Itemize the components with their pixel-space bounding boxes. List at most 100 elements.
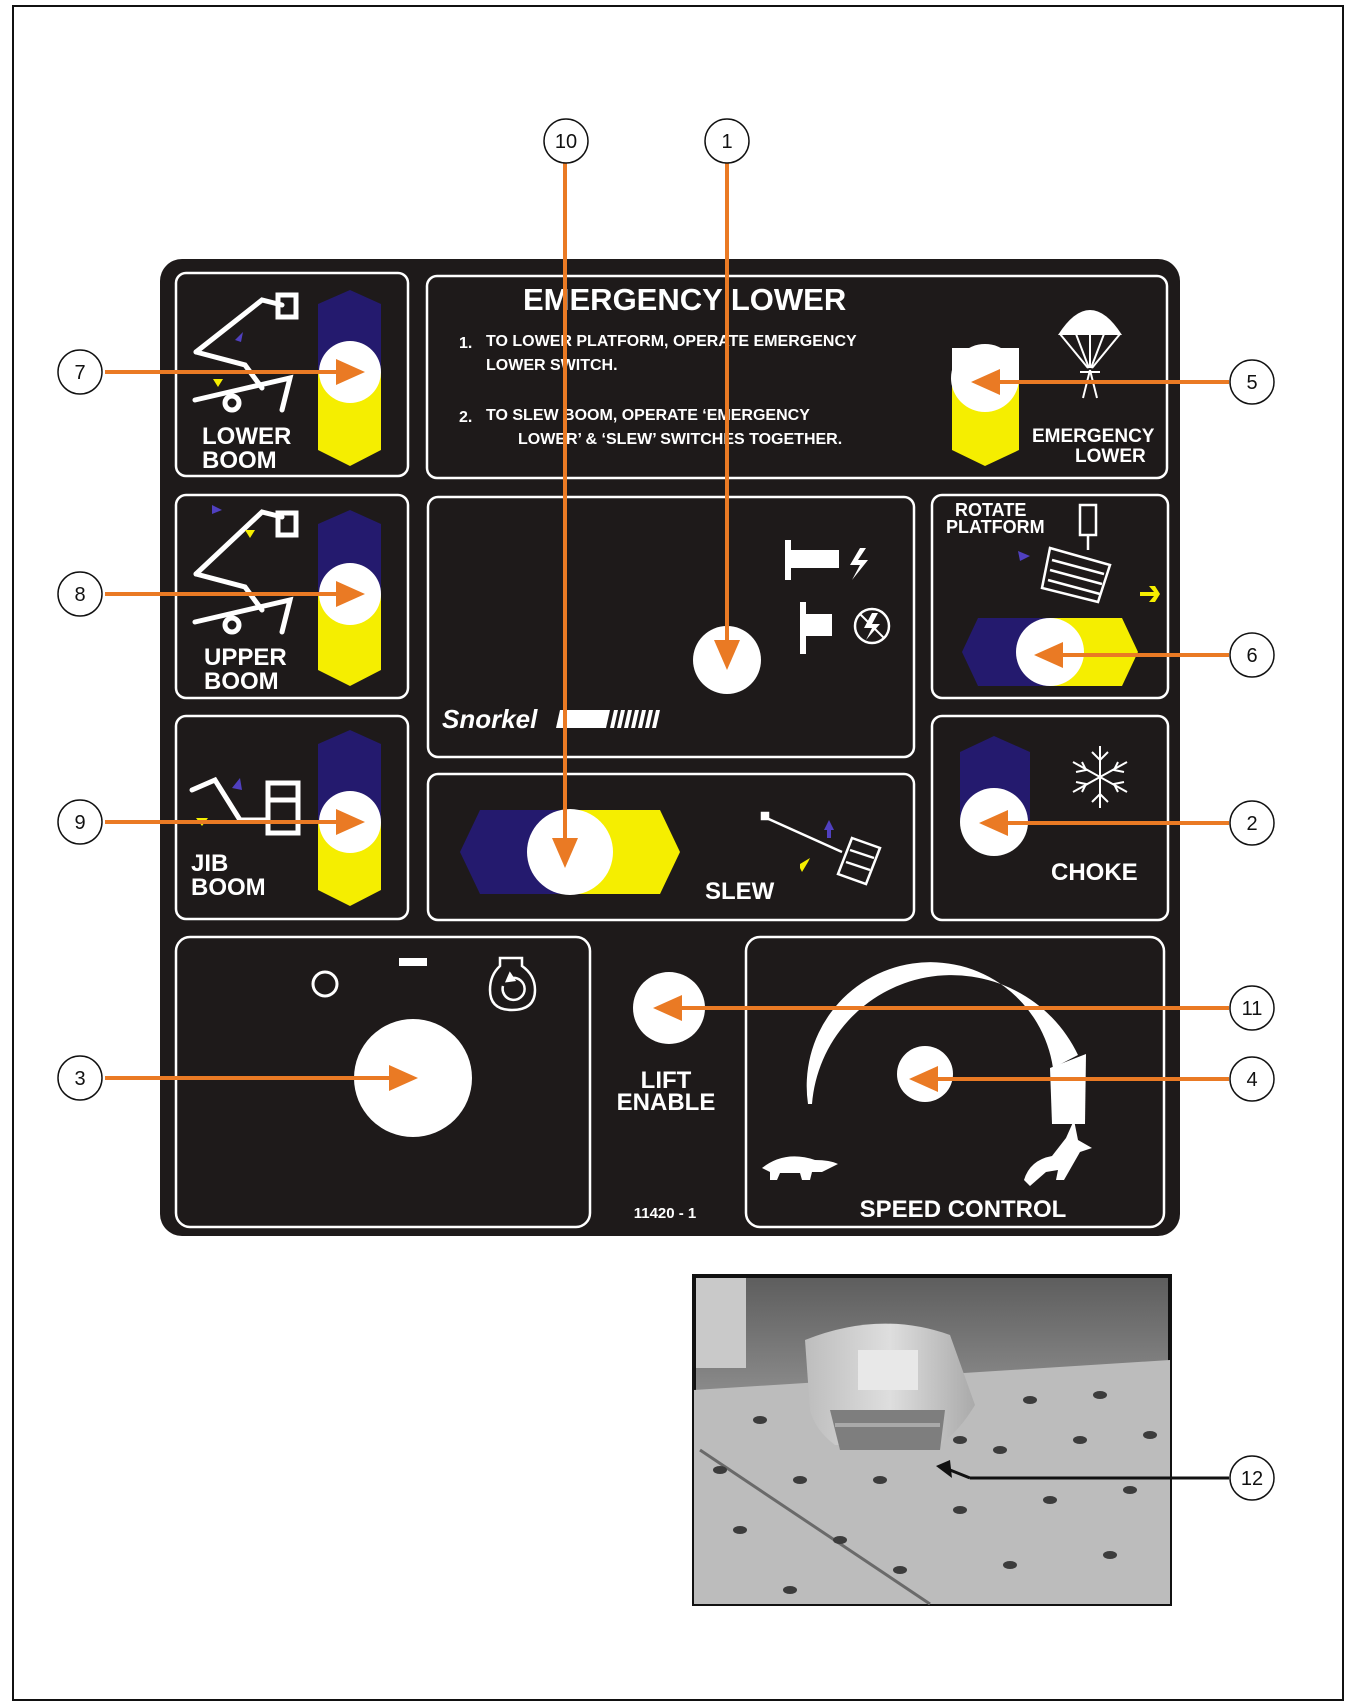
up-arrow-icon [232, 778, 242, 790]
callout-circle-9 [57, 799, 103, 845]
lift-enable-label-2: ENABLE [617, 1089, 716, 1116]
foot-switch-photo [692, 1274, 1172, 1606]
footswitch-icon [760, 811, 882, 886]
lightning-icon [785, 540, 868, 580]
brand-name: Snorkel [442, 704, 538, 734]
jib-boom-label-1: JIB [191, 850, 228, 877]
upper-boom-label-2: BOOM [204, 668, 279, 695]
callout-5: 5 [1246, 372, 1257, 394]
rotate-platform-label-2: PLATFORM [946, 517, 1045, 537]
ignition-frame [174, 935, 592, 1229]
callout-circle-12 [1229, 1455, 1275, 1501]
upper-boom-frame [174, 493, 410, 700]
lift-enable-label-1: LIFT [641, 1067, 692, 1094]
arrowhead-3 [389, 1065, 418, 1091]
off-position-icon [311, 970, 339, 998]
photo-floor [694, 1360, 1170, 1604]
jib-boom-label-2: BOOM [191, 874, 266, 901]
emergency-lower-frame [425, 274, 1169, 480]
down-arrow-icon [800, 858, 810, 872]
arrowhead-9 [336, 809, 365, 835]
callout-numbers: 10 1 7 8 9 3 5 6 2 11 4 12 [74, 131, 1263, 1490]
choke-label: CHOKE [1051, 859, 1138, 886]
rotate-platform-label-1: ROTATE [955, 500, 1026, 520]
on-position-icon [399, 958, 427, 966]
arrowhead-10 [552, 838, 578, 868]
control-panel [160, 259, 1180, 1236]
emergency-lower-section: EMERGENCY LOWER 1. TO LOWER PLATFORM, OP… [425, 274, 1169, 480]
footswitch-icon [1040, 503, 1112, 604]
left-arrow-icon [1018, 551, 1030, 561]
arrowhead-2 [979, 810, 1008, 836]
photo-label-sticker [696, 1278, 746, 1368]
arrowhead-12 [936, 1460, 952, 1478]
arrowhead-1 [714, 640, 740, 670]
rabbit-icon [1024, 1120, 1092, 1186]
power-mode-frame [426, 495, 916, 759]
choke-frame [930, 714, 1170, 922]
arrowhead-8 [336, 581, 365, 607]
callout-leader-12 [936, 1460, 1229, 1480]
callout-3: 3 [74, 1068, 85, 1090]
lower-boom-label-1: LOWER [202, 423, 291, 450]
lower-boom-section: LOWER BOOM [174, 271, 410, 478]
emergency-lower-toggle[interactable] [951, 344, 1019, 466]
arrowhead-5 [971, 369, 1000, 395]
upper-boom-label-1: UPPER [204, 644, 287, 671]
callout-circle-7 [57, 349, 103, 395]
jib-boom-toggle[interactable] [318, 730, 381, 906]
callout-circle-3 [57, 1055, 103, 1101]
up-arrow-icon [212, 505, 222, 514]
rotate-platform-section: ROTATE PLATFORM [930, 493, 1170, 700]
emergency-lower-label-2: LOWER [1075, 446, 1146, 467]
slew-frame [426, 772, 916, 922]
arrowhead-11 [653, 995, 682, 1021]
lower-boom-frame [174, 271, 410, 478]
rotate-platform-frame [930, 493, 1170, 700]
callout-10: 10 [555, 131, 577, 153]
callout-9: 9 [74, 812, 85, 834]
page-border [12, 5, 1344, 1701]
lift-enable-section: LIFT ENABLE 11420 - 1 [617, 972, 716, 1222]
snorkel-logo: Snorkel [442, 704, 660, 734]
callout-4: 4 [1246, 1069, 1257, 1091]
instruction-2-line-1: TO SLEW BOOM, OPERATE ‘EMERGENCY [486, 407, 810, 424]
parachute-icon [1058, 310, 1122, 399]
upper-boom-section: UPPER BOOM [174, 493, 410, 700]
arrowhead-4 [909, 1066, 938, 1092]
instruction-1-line-2: LOWER SWITCH. [486, 357, 618, 374]
up-arrow-icon [824, 820, 834, 838]
callout-circle-11 [1229, 985, 1275, 1031]
down-arrow-icon [245, 530, 255, 538]
floor-holes [713, 1391, 1157, 1594]
choke-toggle[interactable] [960, 736, 1030, 856]
instruction-2-line-2: LOWER’ & ‘SLEW’ SWITCHES TOGETHER. [518, 431, 842, 448]
emergency-lower-title: EMERGENCY LOWER [523, 282, 846, 317]
lower-boom-toggle[interactable] [318, 290, 381, 466]
speed-control-label: SPEED CONTROL [860, 1196, 1067, 1223]
photo-floor-seam [699, 1448, 931, 1606]
instruction-2-number: 2. [459, 409, 472, 426]
emergency-lower-label-1: EMERGENCY [1032, 426, 1155, 447]
jib-boom-section: JIB BOOM [174, 714, 410, 921]
choke-section: CHOKE [930, 714, 1170, 922]
boom-lift-icon [192, 509, 299, 635]
snowflake-icon [1072, 746, 1128, 808]
callout-12: 12 [1241, 1468, 1263, 1490]
turtle-icon [762, 1156, 838, 1180]
speed-arc-icon [806, 962, 1078, 1104]
callout-circle-8 [57, 571, 103, 617]
down-arrow-icon [213, 379, 223, 387]
callout-6: 6 [1246, 645, 1257, 667]
jib-boom-frame [174, 714, 410, 921]
rotate-platform-toggle[interactable] [962, 618, 1138, 686]
instruction-1-number: 1. [459, 335, 472, 352]
upper-boom-toggle[interactable] [318, 510, 381, 686]
lightning-off-icon [800, 602, 891, 654]
callout-circle-4 [1229, 1056, 1275, 1102]
callout-8: 8 [74, 584, 85, 606]
right-arrow-icon [1140, 586, 1160, 602]
callout-7: 7 [74, 362, 85, 384]
leader-12b [949, 1468, 971, 1480]
